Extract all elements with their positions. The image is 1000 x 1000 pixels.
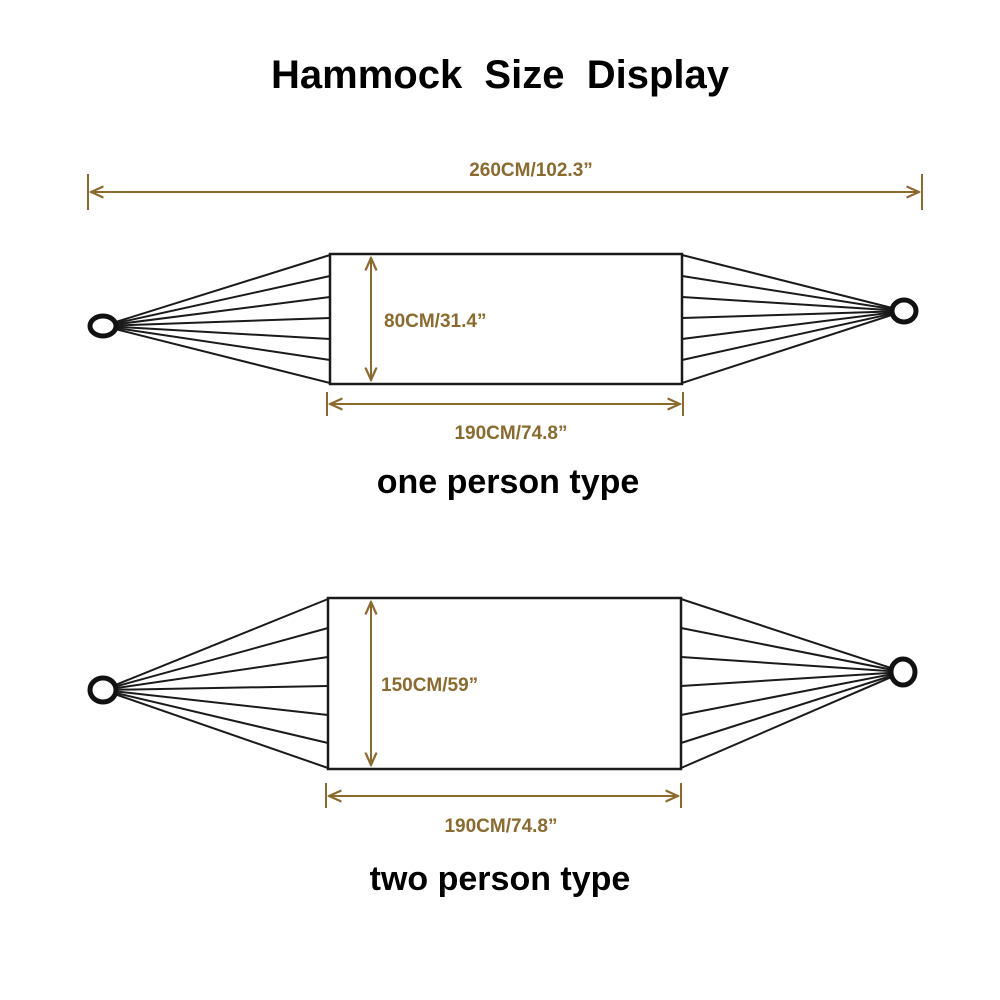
overall-length-dimension: 260CM/102.3”: [87, 160, 923, 210]
hammock-two-person: 150CM/59” 190CM/74.8” two person type: [87, 596, 918, 898]
hammock-one-width-label: 80CM/31.4”: [384, 311, 486, 332]
hammock-two-caption: two person type: [370, 860, 631, 898]
hammock-one-length-label: 190CM/74.8”: [454, 423, 567, 444]
hammock-two-left-ring-icon: [87, 675, 119, 705]
hammock-one-left-cords: [102, 254, 331, 384]
hammock-one-right-cords: [681, 254, 905, 384]
hammock-two-left-cords: [102, 598, 329, 769]
hammock-two-bed: [326, 596, 683, 771]
overall-length-label: 260CM/102.3”: [469, 160, 593, 181]
hammock-one-right-ring-icon: [889, 297, 919, 325]
hammock-two-length-label: 190CM/74.8”: [444, 816, 557, 837]
hammock-one-bed: [328, 252, 684, 386]
hammock-two-width-label: 150CM/59”: [381, 675, 478, 696]
hammock-one-person: 80CM/31.4” 190CM/74.8” one person type: [87, 252, 919, 501]
hammock-two-right-ring-icon: [888, 656, 918, 688]
hammock-one-left-ring-icon: [87, 313, 119, 339]
hammock-one-caption: one person type: [377, 463, 640, 501]
page-title: Hammock Size Display: [271, 53, 730, 97]
hammock-two-right-cords: [680, 598, 904, 769]
